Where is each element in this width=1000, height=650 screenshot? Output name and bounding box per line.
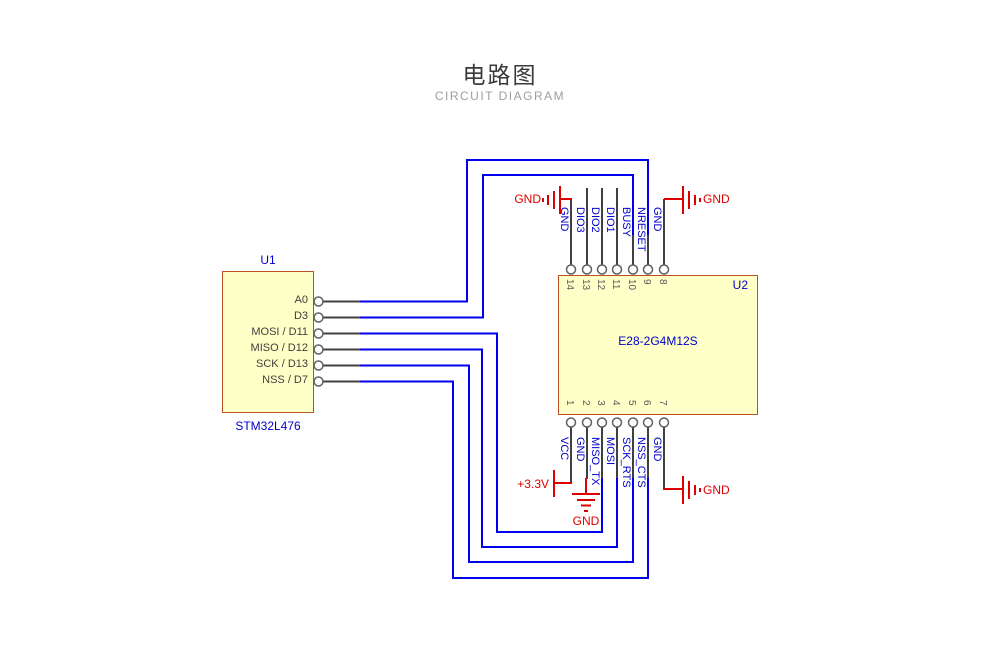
pin-circle	[313, 296, 324, 307]
pin-circle	[642, 264, 654, 275]
gnd-symbol-top-left	[542, 186, 572, 214]
u2-pin13-name: DIO3	[574, 207, 586, 233]
u2-pin5-number: 5	[626, 400, 637, 406]
wire-mosi-misotx	[360, 332, 603, 533]
u1-pin-label-nss: NSS / D7	[262, 374, 308, 386]
u2-pin8-name: GND	[651, 207, 663, 232]
u2-pin10-name: BUSY	[620, 207, 632, 237]
wire-miso-mosi	[360, 348, 618, 548]
u1-part-number: STM32L476	[235, 419, 301, 433]
u1-pin-label-d3: D3	[293, 310, 308, 322]
u1-pin-stubs	[322, 300, 360, 383]
pin-circle	[596, 417, 608, 428]
pin-circle	[658, 417, 670, 428]
gnd-symbol-top-right	[664, 186, 701, 214]
u2-pin5-name: SCK_RTS	[620, 437, 632, 488]
net-wires	[360, 159, 649, 579]
pin-circle	[611, 417, 623, 428]
page-subtitle: CIRCUIT DIAGRAM	[434, 89, 566, 103]
wire-sck-sckrts	[360, 364, 634, 563]
page-title: 电路图	[462, 62, 538, 88]
pin-circle	[627, 264, 639, 275]
u2-pin7-number: 7	[657, 400, 668, 406]
u1-designator: U1	[260, 253, 276, 267]
pin-circle	[642, 417, 654, 428]
pin-circle	[313, 360, 324, 371]
wire-a0-nreset	[360, 159, 649, 303]
u2-pin3-number: 3	[595, 400, 606, 406]
pin-circle	[313, 344, 324, 355]
u2-pin9-number: 9	[641, 279, 652, 285]
u2-pin14-number: 14	[564, 279, 575, 291]
u1-component-body	[222, 271, 314, 413]
u2-pin9-name: NRESET	[635, 207, 647, 252]
u2-pin4-number: 4	[610, 400, 621, 406]
u2-pin7-name: GND	[651, 437, 663, 462]
u2-pin11-name: DIO1	[604, 207, 616, 233]
pin-circle	[596, 264, 608, 275]
u2-pin1-name: VCC	[558, 437, 570, 461]
pin-circle	[313, 376, 324, 387]
gnd-label-bottom-middle: GND	[572, 514, 600, 528]
u2-pin6-number: 6	[641, 400, 652, 406]
u2-pin10-number: 10	[626, 279, 637, 291]
u2-designator: U2	[732, 278, 748, 292]
u2-pin8-number: 8	[657, 279, 668, 285]
u2-pin3-name: MISO_TX	[589, 437, 601, 486]
u2-pin11-number: 11	[610, 279, 621, 290]
wire-nss-nsscts	[360, 380, 649, 579]
u2-pin2-number: 2	[580, 400, 591, 406]
u2-pin14-name: GND	[558, 207, 570, 232]
u1-pin-label-miso: MISO / D12	[250, 342, 308, 354]
pin-circle	[627, 417, 639, 428]
v33-power-symbol	[553, 470, 571, 497]
pin-circle	[658, 264, 670, 275]
pin-circle	[565, 264, 577, 275]
pin-circle	[581, 417, 593, 428]
u2-pin2-name: GND	[574, 437, 586, 462]
gnd-label-bottom-right: GND	[703, 483, 730, 497]
u2-pin13-number: 13	[580, 279, 591, 291]
pin-circle	[565, 417, 577, 428]
u2-pin4-name: MOSI	[604, 437, 616, 466]
gnd-symbol-bottom-right	[664, 476, 701, 504]
pin-circle	[581, 264, 593, 275]
u2-pin6-name: NSS_CTS	[635, 437, 647, 488]
pin-circles	[313, 264, 670, 428]
u2-top-pin-stubs	[570, 188, 665, 265]
pin-circle	[611, 264, 623, 275]
pin-circle	[313, 328, 324, 339]
u2-bottom-pin-stubs	[570, 427, 665, 490]
u2-pin12-name: DIO2	[589, 207, 601, 233]
u1-pin-label-a0: A0	[294, 294, 308, 306]
u2-pin1-number: 1	[564, 400, 575, 406]
pin-circle	[313, 312, 324, 323]
gnd-symbol-bottom-middle	[572, 478, 600, 512]
gnd-label-top-right: GND	[703, 192, 730, 206]
gnd-label-top-left: GND	[514, 192, 541, 206]
u1-pin-label-mosi: MOSI / D11	[251, 326, 308, 338]
v33-label: +3.3V	[517, 477, 549, 491]
u1-pin-label-sck: SCK / D13	[256, 358, 308, 370]
u2-component-body	[558, 275, 758, 415]
u2-part-number: E28-2G4M12S	[618, 334, 698, 348]
wire-d3-busy	[360, 174, 634, 319]
u2-pin12-number: 12	[595, 279, 606, 291]
